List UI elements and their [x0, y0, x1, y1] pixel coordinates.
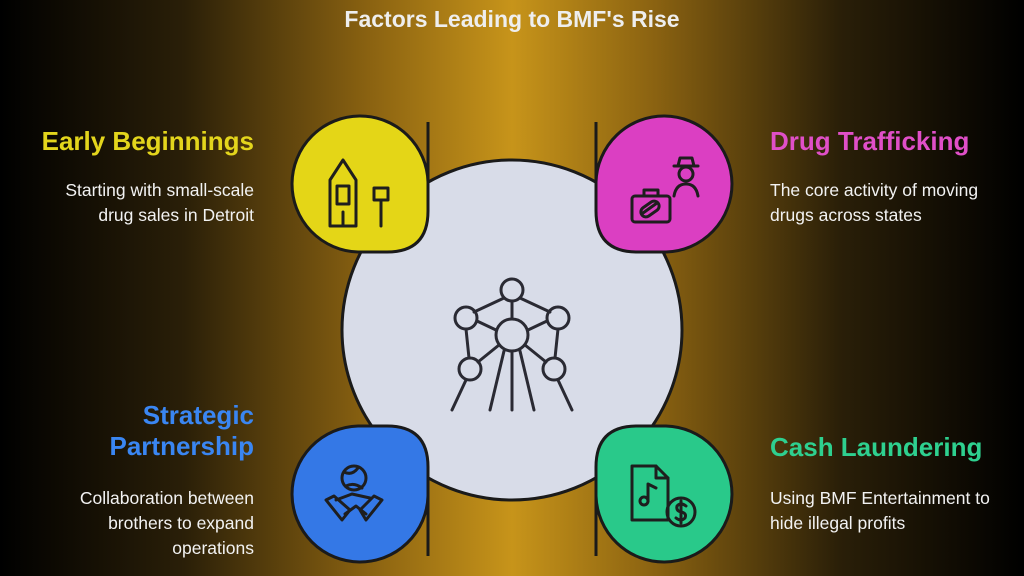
house-signpost-icon — [328, 158, 390, 228]
strategic-partnership-title: Strategic Partnership — [109, 400, 255, 461]
music-file-dollar-icon — [630, 464, 697, 528]
strategic-partnership-petal — [290, 424, 430, 564]
handshake-globe-icon — [324, 464, 384, 522]
center-circle — [340, 158, 684, 502]
drug-trafficking-petal — [594, 114, 734, 254]
strategic-partnership-description: Collaboration between brothers to expand… — [79, 488, 254, 558]
drug-trafficking-description: The core activity of moving drugs across… — [770, 180, 979, 225]
cash-laundering-title: Cash Laundering — [770, 432, 983, 462]
atomium-structure-icon — [450, 277, 574, 412]
early-beginnings-title: Early Beginnings — [41, 126, 254, 156]
early-beginnings-description: Starting with small-scale drug sales in … — [65, 180, 254, 225]
early-beginnings-petal — [290, 114, 430, 254]
cash-laundering-description: Using BMF Entertainment to hide illegal … — [770, 488, 990, 533]
page-title: Factors Leading to BMF's Rise — [344, 6, 680, 32]
suitcase-pill-smuggler-icon — [630, 156, 700, 224]
drug-trafficking-title: Drug Trafficking — [770, 126, 970, 156]
cash-laundering-petal — [594, 424, 734, 564]
